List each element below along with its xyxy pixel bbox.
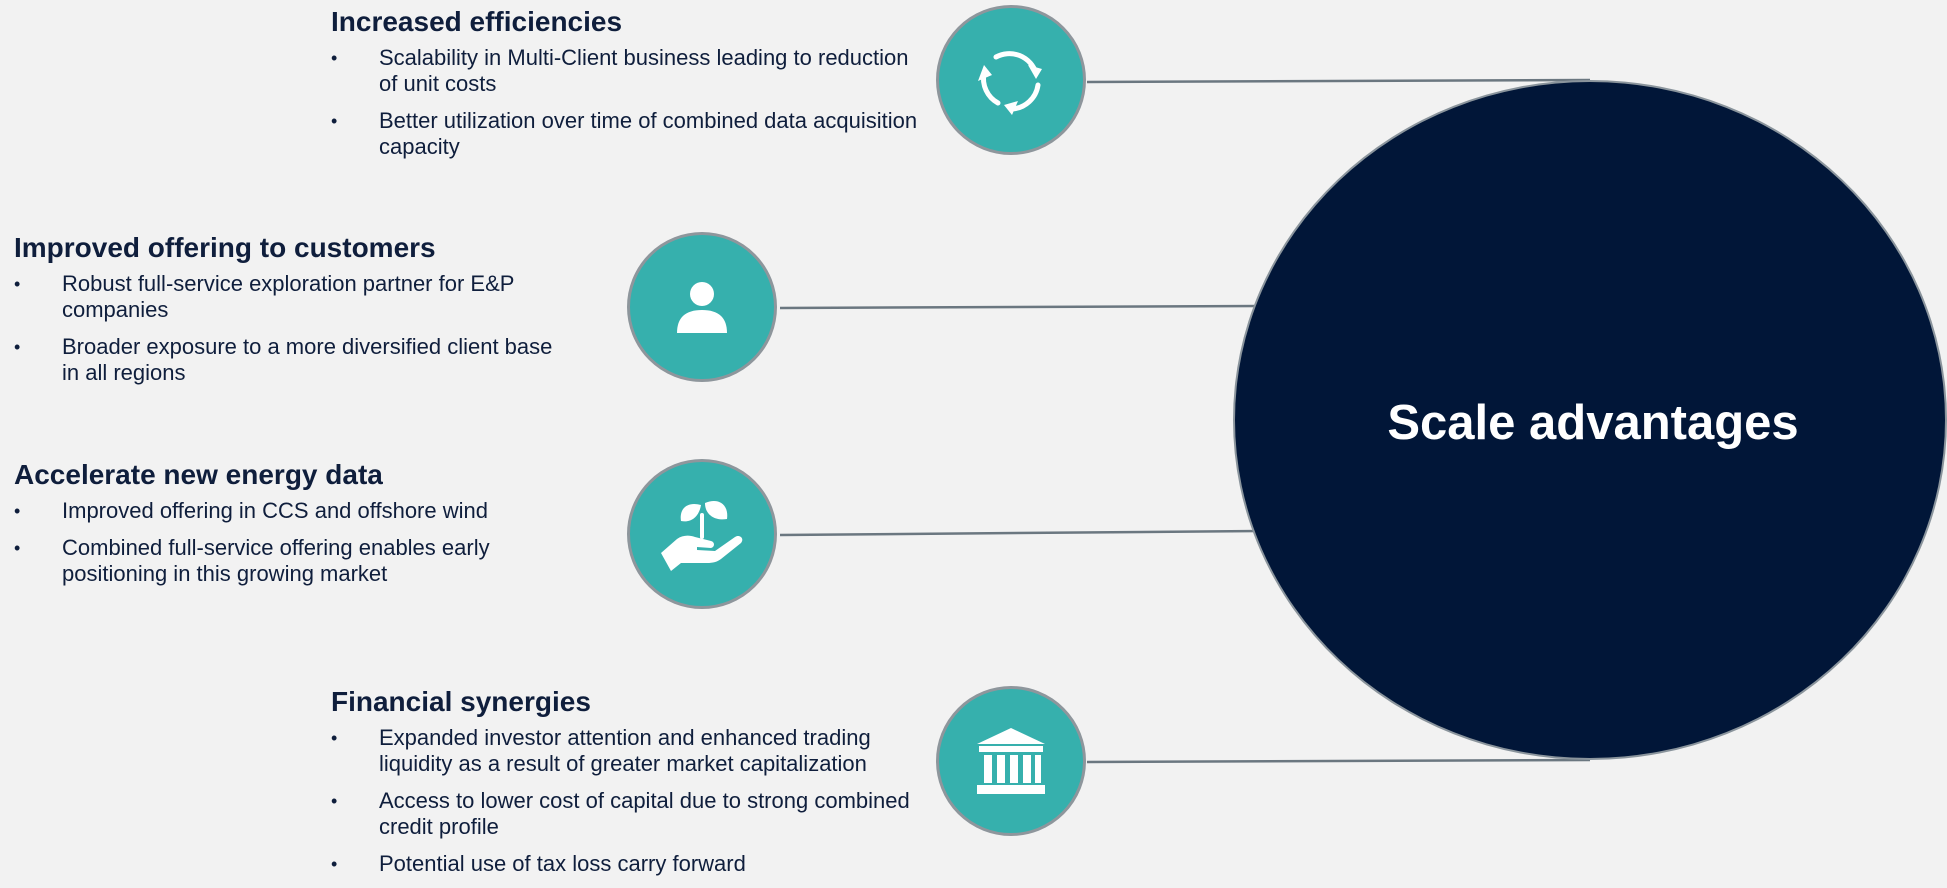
customers-icon-circle [627,232,777,382]
benefit-title: Accelerate new energy data [14,459,383,490]
new-energy-icon-circle [627,459,777,609]
bullet-item: Robust full-service exploration partner … [14,271,574,323]
bullet-item: Better utilization over time of combined… [331,108,931,160]
bullet-item: Broader exposure to a more diversified c… [14,334,574,386]
benefit-bullets: Robust full-service exploration partner … [14,271,574,386]
benefit-bullets: Improved offering in CCS and offshore wi… [14,498,574,587]
scale-advantages-circle [1233,80,1947,760]
benefit-title: Increased efficiencies [331,6,623,37]
benefit-title: Financial synergies [331,686,591,717]
connector-efficiencies [1086,78,1591,84]
benefit-efficiencies: Increased efficiencies Scalability in Mu… [331,5,931,171]
benefit-financial: Financial synergies Expanded investor at… [331,685,931,888]
connector-financial [1086,758,1591,764]
hand-plant-icon [661,500,743,571]
benefit-new-energy: Accelerate new energy data Improved offe… [14,458,574,598]
connector-new-energy [779,529,1261,537]
bullet-item: Scalability in Multi-Client business lea… [331,45,931,97]
bullet-item: Expanded investor attention and enhanced… [331,725,931,777]
benefit-title: Improved offering to customers [14,232,436,263]
benefit-customers: Improved offering to customers Robust fu… [14,231,574,397]
bullet-item: Potential use of tax loss carry forward [331,851,931,877]
bullet-item: Improved offering in CCS and offshore wi… [14,498,574,524]
person-icon [677,282,727,333]
financial-icon-circle [936,686,1086,836]
refresh-cycle-icon [978,51,1042,115]
efficiencies-icon-circle [936,5,1086,155]
bullet-item: Access to lower cost of capital due to s… [331,788,931,840]
benefit-bullets: Expanded investor attention and enhanced… [331,725,931,877]
bank-building-icon [977,728,1045,794]
connector-customers [779,304,1261,310]
benefit-bullets: Scalability in Multi-Client business lea… [331,45,931,160]
bullet-item: Combined full-service offering enables e… [14,535,574,587]
center-title: Scale advantages [1387,396,1799,450]
